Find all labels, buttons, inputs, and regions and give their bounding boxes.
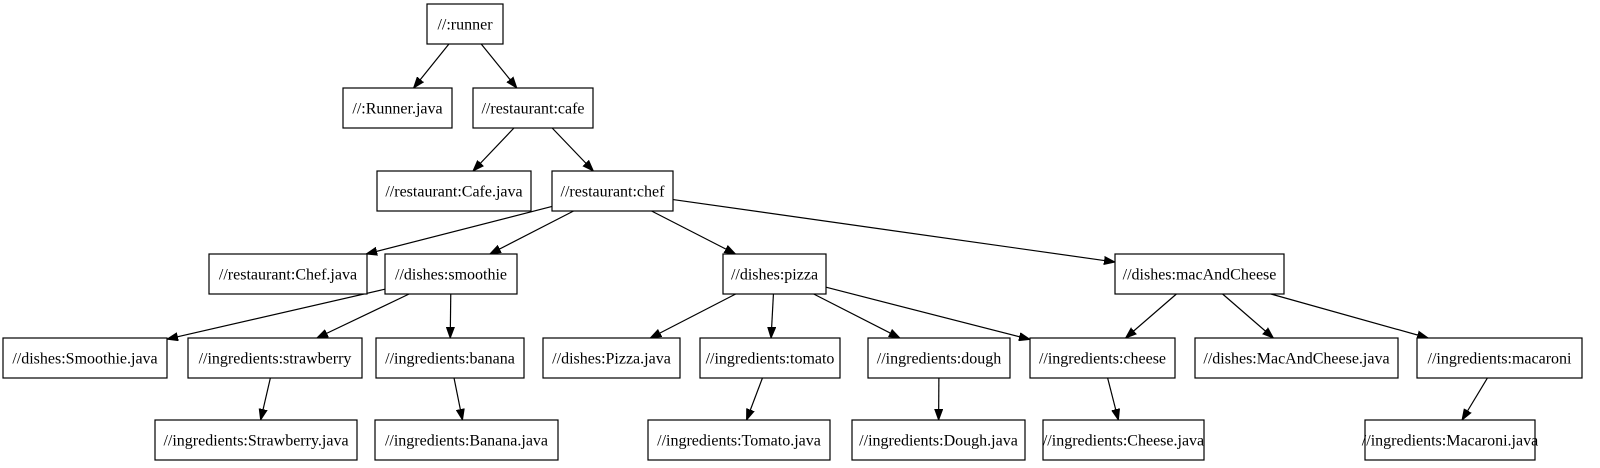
graph-node-box (1416, 337, 1583, 379)
graph-node-box (1194, 337, 1399, 379)
graph-node-dough: //ingredients:dough (867, 337, 1011, 379)
edges-layer (167, 43, 1488, 420)
graph-node-box (374, 419, 559, 461)
graph-node-Macaroni_java: //ingredients:Macaroni.java (1362, 419, 1538, 461)
edge-macaroni-to-Macaroni_java (1462, 377, 1488, 420)
graph-node-label: //dishes:pizza (731, 267, 818, 284)
graph-node-box (647, 419, 831, 461)
edge-runner-to-cafe (480, 43, 517, 88)
graph-node-label: //dishes:Pizza.java (552, 351, 671, 368)
graph-node-label: //ingredients:cheese (1039, 351, 1166, 368)
edge-macAndCheese-to-macaroni (1270, 293, 1428, 338)
edge-macAndCheese-to-MacAndCheese_java (1222, 293, 1274, 338)
edge-banana-to-Banana_java (453, 377, 462, 420)
graph-node-label: //ingredients:macaroni (1428, 351, 1573, 368)
edge-pizza-to-cheese (825, 286, 1030, 339)
graph-node-label: //ingredients:Dough.java (859, 433, 1018, 450)
graph-node-box (542, 337, 681, 379)
edge-chef-to-pizza (651, 210, 736, 254)
edge-runner-to-Runner_java (414, 43, 450, 88)
graph-node-Strawberry_java: //ingredients:Strawberry.java (154, 419, 358, 461)
edge-tomato-to-Tomato_java (745, 377, 764, 420)
edge-pizza-to-tomato (771, 293, 773, 338)
graph-node-box (375, 337, 525, 379)
edge-strawberry-to-Strawberry_java (261, 377, 271, 420)
graph-node-box (426, 3, 504, 45)
graph-node-label: //:runner (437, 17, 493, 34)
graph-node-tomato: //ingredients:tomato (699, 337, 841, 379)
graph-node-box (851, 419, 1026, 461)
graph-node-box (1042, 419, 1205, 461)
graph-node-label: //restaurant:cafe (481, 101, 584, 118)
graph-node-label: //ingredients:Strawberry.java (163, 433, 348, 450)
graph-node-label: //ingredients:Tomato.java (657, 433, 821, 450)
graph-node-label: //dishes:macAndCheese (1123, 267, 1277, 284)
graph-node-box (1114, 253, 1285, 295)
graph-node-Chef_java: //restaurant:Chef.java (208, 253, 368, 295)
graph-node-strawberry: //ingredients:strawberry (187, 337, 363, 379)
graph-node-smoothie: //dishes:smoothie (384, 253, 518, 295)
graph-node-cafe: //restaurant:cafe (472, 87, 594, 129)
graph-node-label: //restaurant:chef (561, 184, 666, 201)
graph-node-Cafe_java: //restaurant:Cafe.java (376, 170, 532, 212)
graph-node-box (722, 253, 827, 295)
graph-node-box (208, 253, 368, 295)
graph-node-chef: //restaurant:chef (551, 170, 674, 212)
graph-node-label: //ingredients:strawberry (199, 351, 352, 368)
graph-node-box (1364, 419, 1536, 461)
edge-macAndCheese-to-cheese (1126, 293, 1177, 338)
graph-node-Pizza_java: //dishes:Pizza.java (542, 337, 681, 379)
graph-node-label: //ingredients:banana (385, 351, 515, 368)
graph-node-box (699, 337, 841, 379)
graph-node-box (376, 170, 532, 212)
edge-smoothie-to-banana (450, 293, 451, 338)
graph-node-label: //ingredients:Banana.java (385, 433, 548, 450)
edge-chef-to-macAndCheese (672, 198, 1115, 262)
edge-chef-to-Chef_java (366, 205, 553, 254)
graph-node-Smoothie_java: //dishes:Smoothie.java (2, 337, 168, 379)
graph-node-macAndCheese: //dishes:macAndCheese (1114, 253, 1285, 295)
graph-node-runner: //:runner (426, 3, 504, 45)
graph-node-Dough_java: //ingredients:Dough.java (851, 419, 1026, 461)
edge-cafe-to-Cafe_java (473, 127, 515, 171)
graph-node-label: //ingredients:tomato (706, 351, 835, 368)
graph-node-box (2, 337, 168, 379)
graph-node-Cheese_java: //ingredients:Cheese.java (1042, 419, 1205, 461)
edge-cafe-to-chef (551, 127, 593, 171)
edge-cheese-to-Cheese_java (1107, 377, 1119, 420)
graph-node-label: //restaurant:Cafe.java (385, 184, 522, 201)
graph-node-label: //dishes:Smoothie.java (12, 351, 157, 368)
graph-node-box (1029, 337, 1176, 379)
graph-node-label: //ingredients:dough (877, 351, 1001, 368)
graph-node-macaroni: //ingredients:macaroni (1416, 337, 1583, 379)
graph-node-box (154, 419, 358, 461)
graph-node-label: //ingredients:Cheese.java (1043, 433, 1204, 450)
graph-node-box (867, 337, 1011, 379)
graph-node-MacAndCheese_java: //dishes:MacAndCheese.java (1194, 337, 1399, 379)
nodes-layer: //:runner //:Runner.java //restaurant:cafe… (2, 3, 1583, 461)
edge-smoothie-to-Smoothie_java (167, 288, 386, 339)
graph-node-label: //dishes:smoothie (395, 267, 507, 284)
graph-node-pizza: //dishes:pizza (722, 253, 827, 295)
graph-node-label: //ingredients:Macaroni.java (1362, 433, 1538, 450)
graph-node-banana: //ingredients:banana (375, 337, 525, 379)
graph-node-box (384, 253, 518, 295)
edge-smoothie-to-strawberry (317, 293, 410, 338)
graph-node-box (342, 87, 453, 129)
graph-node-label: //restaurant:Chef.java (219, 267, 357, 284)
graph-node-box (551, 170, 674, 212)
edge-pizza-to-Pizza_java (650, 293, 736, 338)
graph-node-label: //dishes:MacAndCheese.java (1203, 351, 1389, 368)
graph-node-box (187, 337, 363, 379)
graph-node-label: //:Runner.java (352, 101, 442, 118)
graph-node-cheese: //ingredients:cheese (1029, 337, 1176, 379)
edge-pizza-to-dough (813, 293, 900, 338)
graph-node-Tomato_java: //ingredients:Tomato.java (647, 419, 831, 461)
graph-node-box (472, 87, 594, 129)
graph-node-Runner_java: //:Runner.java (342, 87, 453, 129)
graph-node-Banana_java: //ingredients:Banana.java (374, 419, 559, 461)
edge-chef-to-smoothie (490, 210, 574, 254)
